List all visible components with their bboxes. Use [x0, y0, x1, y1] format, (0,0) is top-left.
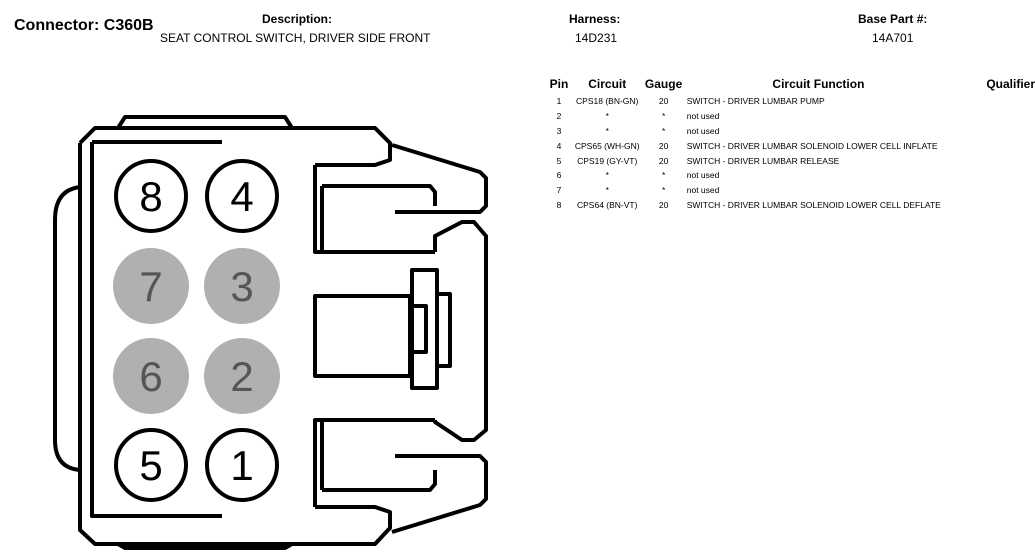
table-row: 5 CPS19 (GY-VT) 20 SWITCH - DRIVER LUMBA… — [548, 153, 1035, 168]
base-part-value: 14A701 — [872, 31, 914, 45]
qualifier-cell — [950, 198, 1035, 213]
connector-title: Connector: C360B — [14, 17, 154, 34]
col-header-circuit: Circuit — [588, 77, 627, 91]
circuit-cell: * — [605, 185, 609, 196]
pin-cell: 3 — [556, 125, 562, 136]
col-header-pin: Pin — [549, 77, 569, 91]
pin-number-label: 5 — [139, 442, 162, 489]
col-header-circuit-function: Circuit Function — [772, 77, 865, 91]
pin-number-label: 1 — [230, 442, 253, 489]
connector-face-diagram: 8 4 7 3 6 2 5 1 — [53, 115, 488, 550]
circuit-cell: CPS19 (GY-VT) — [577, 155, 638, 166]
pin-number-label: 4 — [230, 173, 253, 220]
table-row: 8 CPS64 (BN-VT) 20 SWITCH - DRIVER LUMBA… — [548, 198, 1035, 213]
qualifier-cell — [950, 183, 1035, 198]
function-cell: SWITCH - DRIVER LUMBAR SOLENOID LOWER CE… — [686, 140, 938, 151]
circuit-cell: CPS65 (WH-GN) — [574, 140, 640, 151]
function-cell: not used — [686, 125, 720, 136]
table-row: 3 * * not used — [548, 124, 1035, 139]
description-label: Description: — [262, 12, 333, 26]
pin-circle — [205, 159, 279, 233]
harness-value: 14D231 — [575, 31, 618, 45]
pin-cell: 1 — [556, 96, 562, 107]
pin-circle — [204, 338, 280, 414]
circuit-cell: * — [605, 125, 609, 136]
table-row: 6 * * not used — [548, 168, 1035, 183]
pin-cavity-4: 4 — [205, 159, 279, 233]
gauge-cell: 20 — [658, 155, 669, 166]
function-cell: SWITCH - DRIVER LUMBAR PUMP — [686, 96, 825, 107]
gauge-cell: * — [661, 111, 666, 122]
function-cell: SWITCH - DRIVER LUMBAR RELEASE — [686, 155, 840, 166]
pin-cavity-7: 7 — [113, 248, 189, 324]
pin-cell: 2 — [556, 111, 562, 122]
gauge-cell: 20 — [658, 96, 669, 107]
pin-cell: 4 — [556, 140, 562, 151]
qualifier-cell — [950, 124, 1035, 139]
pin-circle — [204, 248, 280, 324]
pin-circle — [114, 159, 188, 233]
pin-number-label: 7 — [139, 263, 162, 310]
pin-cell: 7 — [556, 185, 562, 196]
table-row: 2 * * not used — [548, 109, 1035, 124]
pin-cell: 8 — [556, 199, 562, 210]
pin-table: Pin Circuit Gauge Circuit Function Quali… — [548, 77, 1035, 212]
circuit-cell: CPS18 (BN-GN) — [576, 96, 639, 107]
pin-circle — [113, 248, 189, 324]
pin-number-label: 8 — [139, 173, 162, 220]
function-cell: not used — [686, 111, 720, 122]
col-header-gauge: Gauge — [644, 77, 683, 91]
gauge-cell: * — [661, 170, 666, 181]
pin-cavity-5: 5 — [114, 428, 188, 502]
table-row: 1 CPS18 (BN-GN) 20 SWITCH - DRIVER LUMBA… — [548, 94, 1035, 109]
pin-cell: 6 — [556, 170, 562, 181]
function-cell: not used — [686, 170, 720, 181]
gauge-cell: * — [661, 125, 666, 136]
pin-grid: 8 4 7 3 6 2 5 1 — [113, 159, 280, 502]
table-row: 7 * * not used — [548, 183, 1035, 198]
qualifier-cell — [950, 168, 1035, 183]
pin-circle — [113, 338, 189, 414]
gauge-cell: 20 — [658, 199, 669, 210]
circuit-cell: CPS64 (BN-VT) — [576, 199, 638, 210]
function-cell: SWITCH - DRIVER LUMBAR SOLENOID LOWER CE… — [686, 199, 941, 210]
pin-cavity-6: 6 — [113, 338, 189, 414]
pin-number-label: 2 — [230, 353, 253, 400]
connector-housing — [53, 115, 488, 550]
gauge-cell: * — [661, 185, 666, 196]
qualifier-cell — [950, 94, 1035, 109]
qualifier-cell — [950, 153, 1035, 168]
qualifier-cell — [950, 138, 1035, 153]
pin-cavity-3: 3 — [204, 248, 280, 324]
pin-number-label: 3 — [230, 263, 253, 310]
gauge-cell: 20 — [658, 140, 669, 151]
pin-cavity-2: 2 — [204, 338, 280, 414]
pin-table-header: Pin Circuit Gauge Circuit Function Quali… — [548, 77, 1035, 94]
pin-number-label: 6 — [139, 353, 162, 400]
table-row: 4 CPS65 (WH-GN) 20 SWITCH - DRIVER LUMBA… — [548, 138, 1035, 153]
description-value: SEAT CONTROL SWITCH, DRIVER SIDE FRONT — [160, 31, 431, 45]
pin-circle — [205, 428, 279, 502]
col-header-qualifier: Qualifier — [986, 77, 1035, 91]
pin-cell: 5 — [556, 155, 562, 166]
harness-label: Harness: — [569, 12, 621, 26]
base-part-label: Base Part #: — [858, 12, 928, 26]
pin-circle — [114, 428, 188, 502]
circuit-cell: * — [605, 111, 609, 122]
function-cell: not used — [686, 185, 720, 196]
pin-cavity-8: 8 — [114, 159, 188, 233]
circuit-cell: * — [605, 170, 609, 181]
pin-cavity-1: 1 — [205, 428, 279, 502]
qualifier-cell — [950, 109, 1035, 124]
